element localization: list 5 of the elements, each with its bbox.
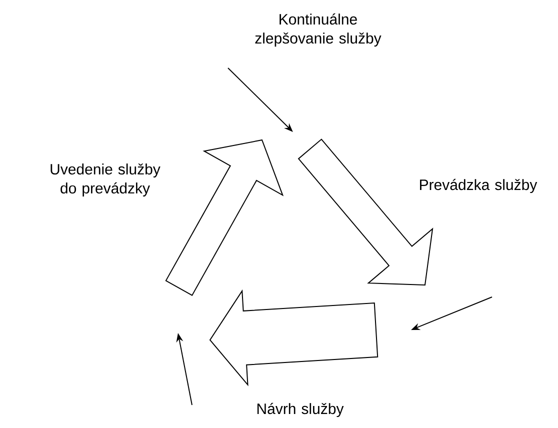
stage-label: Kontinuálne zlepšovanie služby bbox=[255, 13, 382, 47]
stage-label: Prevádzka služby bbox=[420, 178, 538, 194]
block-arrow bbox=[209, 289, 378, 386]
stage-label: Návrh služby bbox=[257, 402, 344, 418]
stage-label: Uvedenie služby do prevádzky bbox=[50, 163, 160, 196]
